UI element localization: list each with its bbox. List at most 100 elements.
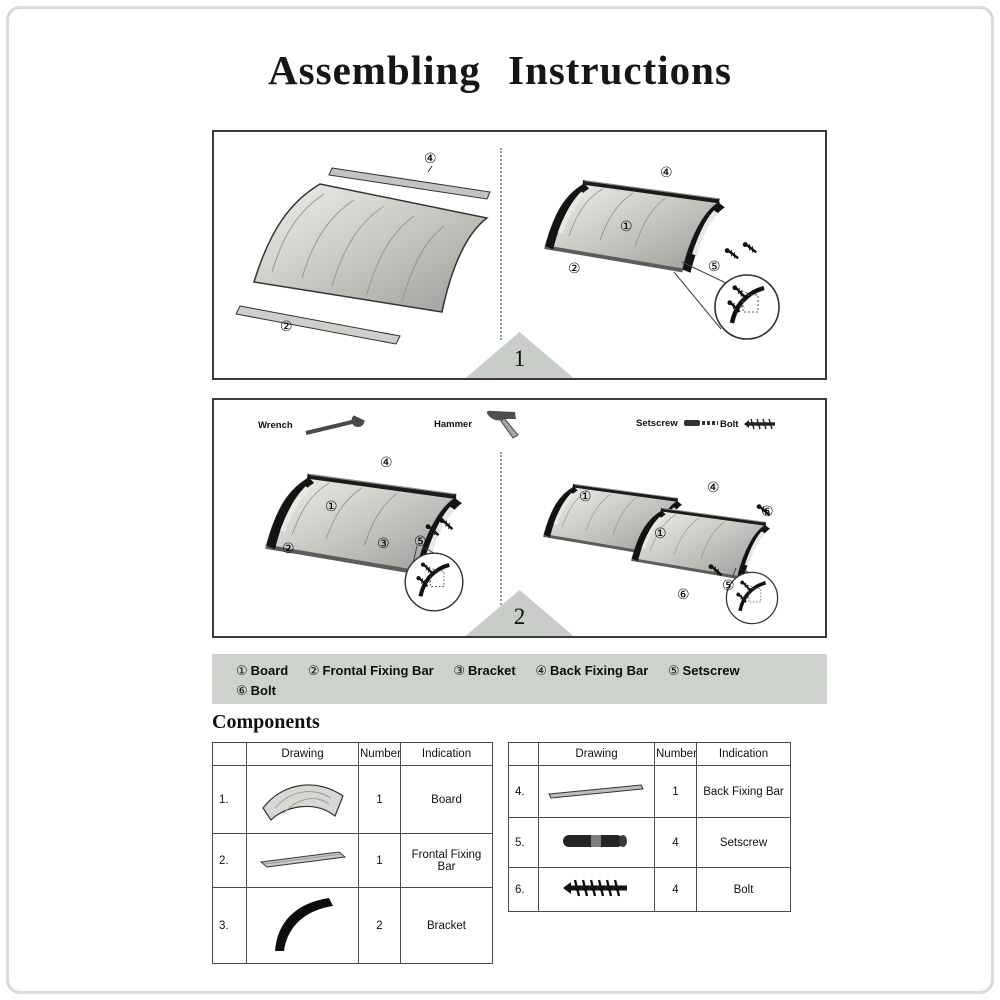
wrench-icon (305, 414, 367, 435)
magnifier-detail (715, 275, 779, 339)
step2-double-diagram: ① ④ ⑥ ① ⑤ ⑥ (514, 452, 819, 630)
header-indication: Indication (696, 742, 791, 766)
table-row: 5. 4 Setscrew (508, 817, 791, 868)
page-title: Assembling Instructions (268, 47, 732, 93)
row-index: 4. (508, 765, 539, 818)
drawing-cell (246, 887, 359, 964)
part-label-setscrew: ⑤ (414, 534, 427, 550)
row-index: 3. (212, 887, 247, 964)
part-label-bolt: ⑥ (761, 504, 774, 520)
step2-marker: 2 (465, 590, 574, 636)
setscrew-drawing (562, 835, 627, 847)
number-cell: 2 (358, 887, 401, 964)
step1-exploded-diagram: ④ ② (232, 151, 500, 346)
exploded-board-drawing (235, 165, 491, 345)
step2-divider (500, 452, 502, 624)
components-heading: Components (212, 711, 320, 733)
indication-cell: Board (400, 765, 493, 834)
drawing-cell (538, 867, 655, 912)
legend-num: ⑥ (236, 684, 248, 699)
step1-assembled-diagram: ④ ① ② ⑤ (514, 150, 816, 352)
legend-label: Back Fixing Bar (550, 663, 649, 678)
indication-cell: Frontal Fixing Bar (400, 833, 493, 888)
part-label-setscrew: ⑤ (708, 259, 721, 275)
components-table-left: Drawing Number Indication 1. 1 Board 2. (212, 742, 493, 964)
setscrew-label: Setscrew (636, 417, 678, 429)
part-label-back-fixing-bar: ④ (424, 151, 437, 167)
header-number: Number (358, 742, 401, 766)
header-number: Number (654, 742, 697, 766)
setscrew-icon (722, 246, 742, 261)
part-label-board: ① (654, 526, 667, 542)
legend-num: ① (236, 664, 248, 679)
table-row: 2. 1 Frontal Fixing Bar (212, 833, 493, 888)
bolt-icon (744, 418, 776, 430)
tool-wrench: Wrench (258, 414, 370, 436)
bolt-drawing (562, 879, 627, 897)
drawing-cell (538, 817, 655, 868)
table-row: 6. 4 Bolt (508, 867, 791, 912)
header-indication: Indication (400, 742, 493, 766)
number-cell: 1 (654, 765, 697, 818)
step1-number: 1 (513, 346, 526, 371)
part-label-frontal-fixing-bar: ② (282, 541, 295, 557)
drawing-cell (538, 765, 655, 818)
board-drawing (261, 784, 344, 821)
hammer-label: Hammer (434, 418, 473, 430)
legend-num: ⑤ (667, 664, 680, 679)
frontal-fixing-bar-drawing (259, 851, 346, 868)
setscrew-icon (683, 420, 718, 426)
step1-divider (500, 148, 502, 340)
part-label-back-fixing-bar: ④ (707, 480, 720, 496)
legend-num: ③ (453, 664, 466, 679)
wrench-label: Wrench (258, 419, 293, 431)
table-header-row: Drawing Number Indication (212, 742, 493, 766)
number-cell: 4 (654, 867, 697, 912)
part-label-bracket: ③ (377, 536, 390, 552)
magnifier-leader-lines (673, 261, 729, 330)
table-row: 4. 1 Back Fixing Bar (508, 765, 791, 818)
drawing-cell (246, 833, 359, 888)
row-index: 6. (508, 867, 539, 912)
legend-num: ② (307, 664, 320, 679)
table-row: 3. 2 Bracket (212, 887, 493, 964)
indication-cell: Bolt (696, 867, 791, 912)
part-label-back-fixing-bar: ④ (660, 165, 673, 181)
legend-label: Board (250, 663, 289, 678)
setscrew-icon (740, 240, 760, 255)
tool-hammer: Hammer (434, 408, 529, 440)
header-drawing: Drawing (538, 742, 655, 766)
legend-num: ④ (535, 664, 547, 679)
assembled-canopy-drawing (229, 452, 501, 624)
back-fixing-bar-drawing (547, 784, 644, 799)
part-label-frontal-fixing-bar: ② (568, 261, 581, 277)
step1-panel: ④ ② ④ ① ② ⑤ 1 (212, 130, 827, 380)
part-label-back-fixing-bar: ④ (380, 455, 393, 471)
row-index: 2. (212, 833, 247, 888)
header-empty (212, 742, 247, 766)
tool-setscrew: Setscrew (636, 417, 721, 429)
drawing-cell (246, 765, 359, 834)
part-label-frontal-fixing-bar: ② (280, 319, 293, 335)
header-drawing: Drawing (246, 742, 359, 766)
legend-label: Frontal Fixing Bar (322, 663, 434, 678)
step2-number: 2 (513, 604, 526, 629)
row-index: 5. (508, 817, 539, 868)
header-empty (508, 742, 539, 766)
number-cell: 1 (358, 833, 401, 888)
indication-cell: Bracket (400, 887, 493, 964)
step1-marker: 1 (465, 332, 574, 378)
table-row: 1. 1 Board (212, 765, 493, 834)
bracket-drawing (274, 898, 333, 951)
components-table-right: Drawing Number Indication 4. 1 Back Fixi… (508, 742, 791, 912)
legend-label: Bracket (468, 663, 516, 678)
legend-label: Bolt (250, 683, 276, 698)
